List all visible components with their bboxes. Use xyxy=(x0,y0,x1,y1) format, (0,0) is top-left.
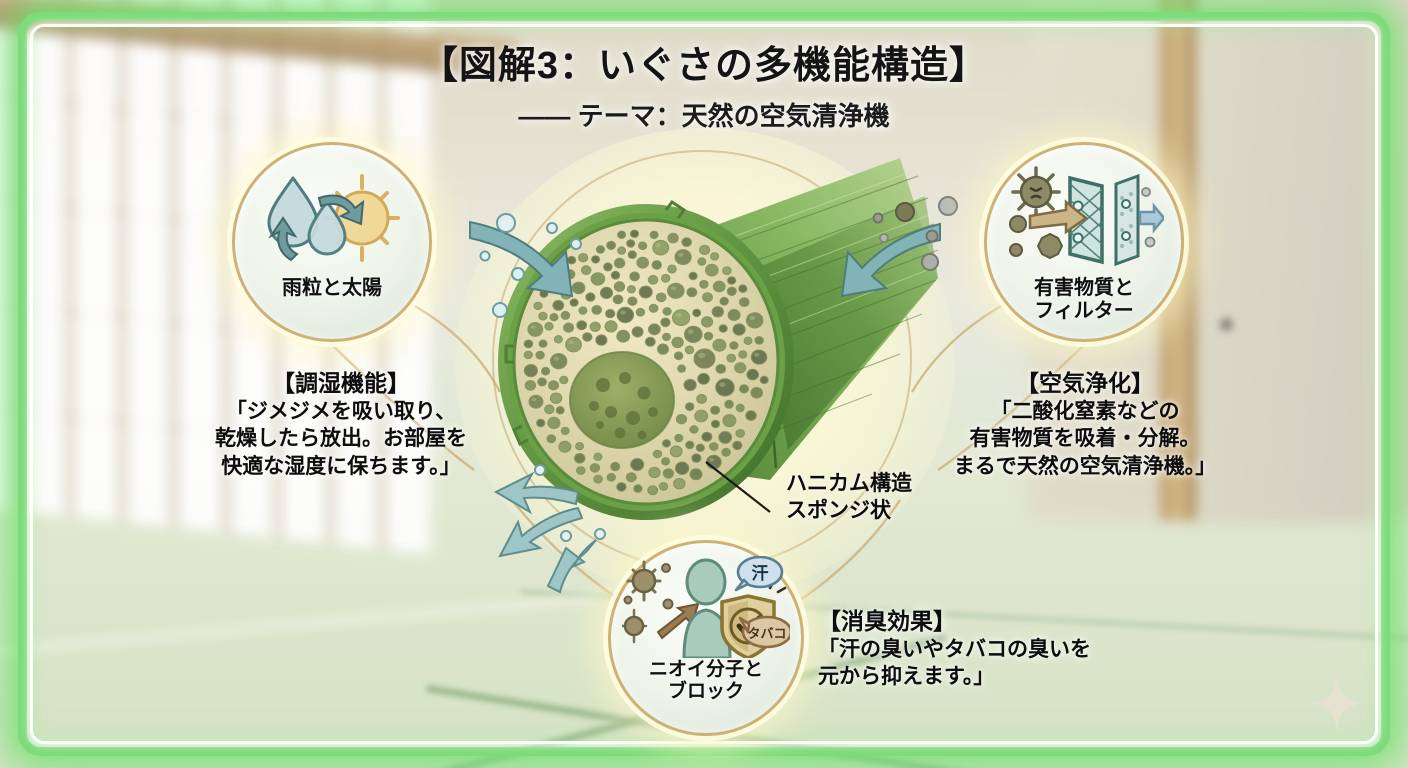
node-odor-block[interactable]: 汗 タバコ ニオイ分子と ブロック xyxy=(608,540,804,736)
callout-leader-line xyxy=(705,461,771,513)
badge-sweat: 汗 xyxy=(734,556,784,592)
igusa-stem-illustration xyxy=(498,158,939,520)
background-door xyxy=(1198,0,1368,520)
description-odor: 【消臭効果】 「汗の臭いやタバコの臭いを 元から抑えます。」 xyxy=(818,608,1138,691)
clean-particles xyxy=(1141,187,1156,248)
neon-frame-inner-line xyxy=(30,24,1378,744)
badge-tobacco: タバコ xyxy=(738,615,790,649)
sparkle-icon xyxy=(1311,675,1363,731)
page-title: 【図解3：いぐさの多機能構造】 xyxy=(419,45,989,87)
virus-filter-icon xyxy=(987,159,1181,277)
stem-cut-face xyxy=(498,199,794,520)
description-humidity: 【調湿機能】 「ジメジメを吸い取り、 乾燥したら放出。お部屋を 快適な湿度に保ち… xyxy=(186,370,496,481)
page-subtitle: —— テーマ：天然の空気清浄機 xyxy=(518,101,890,131)
node-humidity[interactable]: 雨粒と太陽 xyxy=(232,142,432,342)
raindrop-sun-icon xyxy=(235,159,429,277)
arrow-dirty-air xyxy=(1028,199,1089,235)
filter-panel-back-icon xyxy=(1114,173,1140,267)
arrow-clean-air xyxy=(1138,202,1164,234)
callout-honeycomb: ハニカム構造 スポンジ状 xyxy=(786,472,912,523)
node-odor-label: ニオイ分子と ブロック xyxy=(648,659,763,702)
description-air: 【空気浄化】 「二酸化窒素などの 有害物質を吸着・分解。 まるで天然の空気清浄機… xyxy=(920,370,1250,481)
badge-sweat-label: 汗 xyxy=(752,563,769,583)
node-humidity-label: 雨粒と太陽 xyxy=(282,277,382,299)
virus-icon xyxy=(1011,166,1061,222)
description-air-body: 「二酸化窒素などの 有害物質を吸着・分解。 まるで天然の空気清浄機。」 xyxy=(953,399,1217,479)
node-air-label: 有害物質と フィルター xyxy=(1034,277,1134,322)
particles-icon xyxy=(1009,215,1064,260)
odor-molecule-icon xyxy=(622,560,674,644)
description-humidity-body: 「ジメジメを吸い取り、 乾燥したら放出。お部屋を 快適な湿度に保ちます。」 xyxy=(215,399,467,479)
background-door-knob xyxy=(1220,318,1233,331)
cycle-arrows xyxy=(268,194,365,262)
honeycomb-pores xyxy=(523,229,769,496)
description-humidity-heading: 【調湿機能】 xyxy=(272,370,410,396)
description-air-heading: 【空気浄化】 xyxy=(1016,370,1154,396)
node-air-purification[interactable]: 有害物質と フィルター xyxy=(984,142,1184,342)
description-odor-heading: 【消臭効果】 xyxy=(818,608,956,634)
title-block: 【図解3：いぐさの多機能構造】 —— テーマ：天然の空気清浄機 xyxy=(0,34,1408,133)
neon-frame xyxy=(18,12,1390,756)
person-shield-icon: 汗 タバコ xyxy=(611,555,801,659)
badge-tobacco-label: タバコ xyxy=(747,626,786,641)
description-odor-body: 「汗の臭いやタバコの臭いを 元から抑えます。」 xyxy=(818,637,1091,689)
